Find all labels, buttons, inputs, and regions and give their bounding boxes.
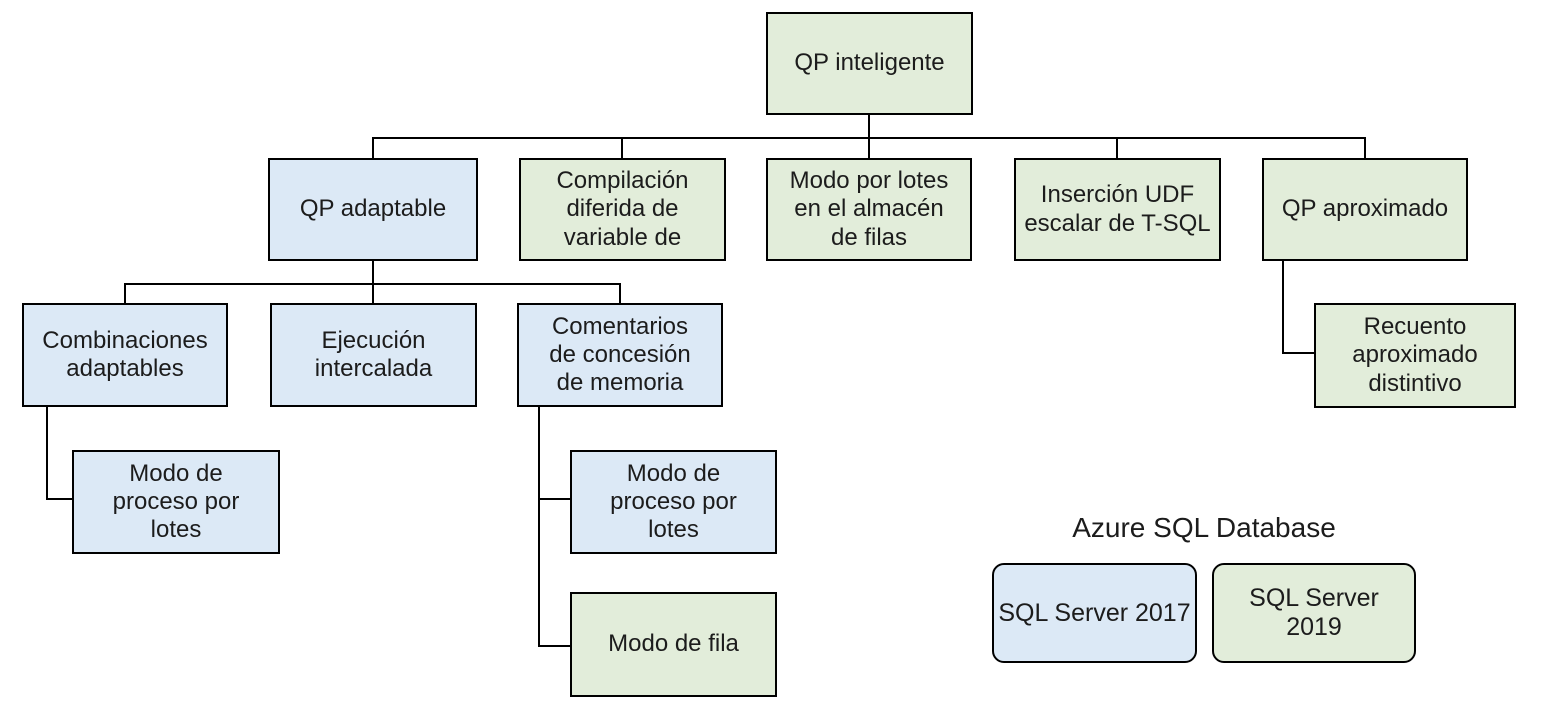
connector-aproximado-vert: [1282, 261, 1284, 354]
node-ejecucion-intercalada: Ejecución intercalada: [270, 303, 477, 407]
node-recuento-aproximado: Recuento aproximado distintivo: [1314, 303, 1516, 408]
connector-level3-bus: [124, 283, 621, 285]
connector-drop-qp-aproximado: [1364, 139, 1366, 158]
node-modo-lotes-almacen: Modo por lotes en el almacén de filas: [766, 158, 972, 261]
node-qp-inteligente: QP inteligente: [766, 12, 973, 115]
node-combinaciones-adaptables: Combinaciones adaptables: [22, 303, 228, 407]
node-qp-adaptable: QP adaptable: [268, 158, 478, 261]
legend-sql-server-2019: SQL Server 2019: [1212, 563, 1416, 663]
connector-aproximado-horiz: [1282, 352, 1314, 354]
node-modo-fila: Modo de fila: [570, 592, 777, 697]
legend-title: Azure SQL Database: [1072, 512, 1336, 543]
node-modo-proceso-lotes-izq: Modo de proceso por lotes: [72, 450, 280, 554]
connector-level2-bus: [372, 137, 1366, 139]
connector-adaptable-drop: [372, 261, 374, 285]
connector-comentarios-horiz1: [538, 498, 570, 500]
legend-sql-server-2017: SQL Server 2017: [992, 563, 1197, 663]
connector-combinaciones-horiz: [46, 498, 72, 500]
node-comentarios-concesion: Comentarios de concesión de memoria: [517, 303, 723, 407]
connector-drop-combinaciones: [124, 285, 126, 303]
connector-comentarios-horiz2: [538, 645, 570, 647]
node-insercion-udf: Inserción UDF escalar de T-SQL: [1014, 158, 1221, 261]
connector-comentarios-vert: [538, 407, 540, 647]
connector-drop-ejecucion: [372, 285, 374, 303]
connector-combinaciones-vert: [46, 407, 48, 500]
node-modo-proceso-lotes-centro: Modo de proceso por lotes: [570, 450, 777, 554]
connector-drop-qp-adaptable: [372, 139, 374, 158]
connector-root-drop: [868, 115, 870, 158]
connector-drop-insercion-udf: [1116, 139, 1118, 158]
node-compilacion-diferida: Compilación diferida de variable de: [519, 158, 726, 261]
connector-drop-comentarios: [619, 285, 621, 303]
connector-drop-compilacion: [621, 139, 623, 158]
node-qp-aproximado: QP aproximado: [1262, 158, 1468, 261]
